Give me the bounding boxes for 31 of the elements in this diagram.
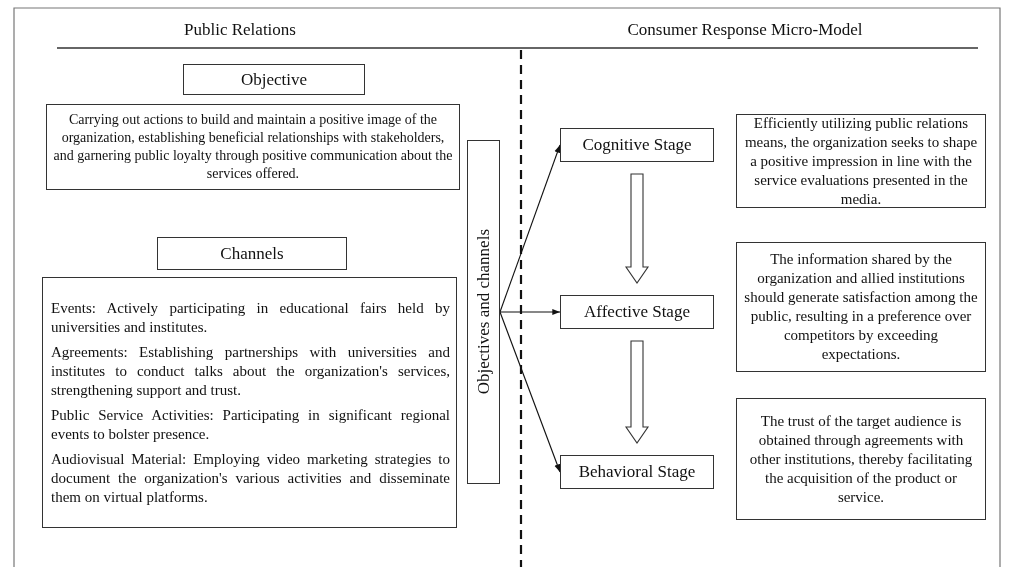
vertical-label-box [467, 140, 500, 484]
section-heading: Public Relations [184, 20, 296, 40]
arrow [499, 308, 561, 316]
heading-text: Cognitive Stage [581, 135, 693, 155]
heading-box [560, 128, 714, 162]
description-text: The trust of the target audience is obtained through agreements with other institutions, thereby facilitating the acquisition of the product or service. [748, 411, 974, 507]
heading-text: Channels [219, 243, 285, 264]
arrow [499, 144, 561, 313]
arrow [499, 311, 561, 473]
heading-box [560, 455, 714, 489]
vertical-text: Objectives and channels [473, 229, 494, 395]
heading-text: Affective Stage [583, 302, 691, 322]
channel-description: Agreements: Establishing partnerships with universities and institutes to conduct talks about the organization's services, strengthening support and trust. [50, 342, 451, 400]
heading-text: Behavioral Stage [577, 462, 697, 482]
description-box [736, 242, 986, 372]
description-box [736, 398, 986, 520]
description-text: Efficiently utilizing public relations means, the organization seeks to shape a positive impression in line with the service evaluations presented in the media. [743, 113, 979, 209]
channel-description: Audiovisual Material: Employing video marketing strategies to document the organization's various activities and disseminate them on virtual platforms. [50, 449, 451, 507]
description-text: Carrying out actions to build and maintain a positive image of the organization, establishing beneficial relationships with stakeholders, and garnering public loyalty through positive communication about the services offered. [52, 111, 454, 183]
channel-description: Public Service Activities: Participating in significant regional events to bolster presence. [50, 405, 451, 444]
block-arrow [624, 173, 650, 284]
section-heading: Consumer Response Micro-Model [627, 20, 863, 40]
heading-text: Objective [239, 69, 309, 90]
description-box [46, 104, 460, 190]
channels-box [42, 277, 457, 528]
description-text: The information shared by the organization and allied institutions should generate satisfaction among the public, resulting in a preference over competitors by exceeding expectations. [743, 250, 979, 364]
heading-box [560, 295, 714, 329]
heading-box [157, 237, 347, 270]
channel-description: Events: Actively participating in educational fairs held by universities and institutes. [50, 298, 451, 337]
block-arrow [624, 340, 650, 444]
heading-box [183, 64, 365, 95]
